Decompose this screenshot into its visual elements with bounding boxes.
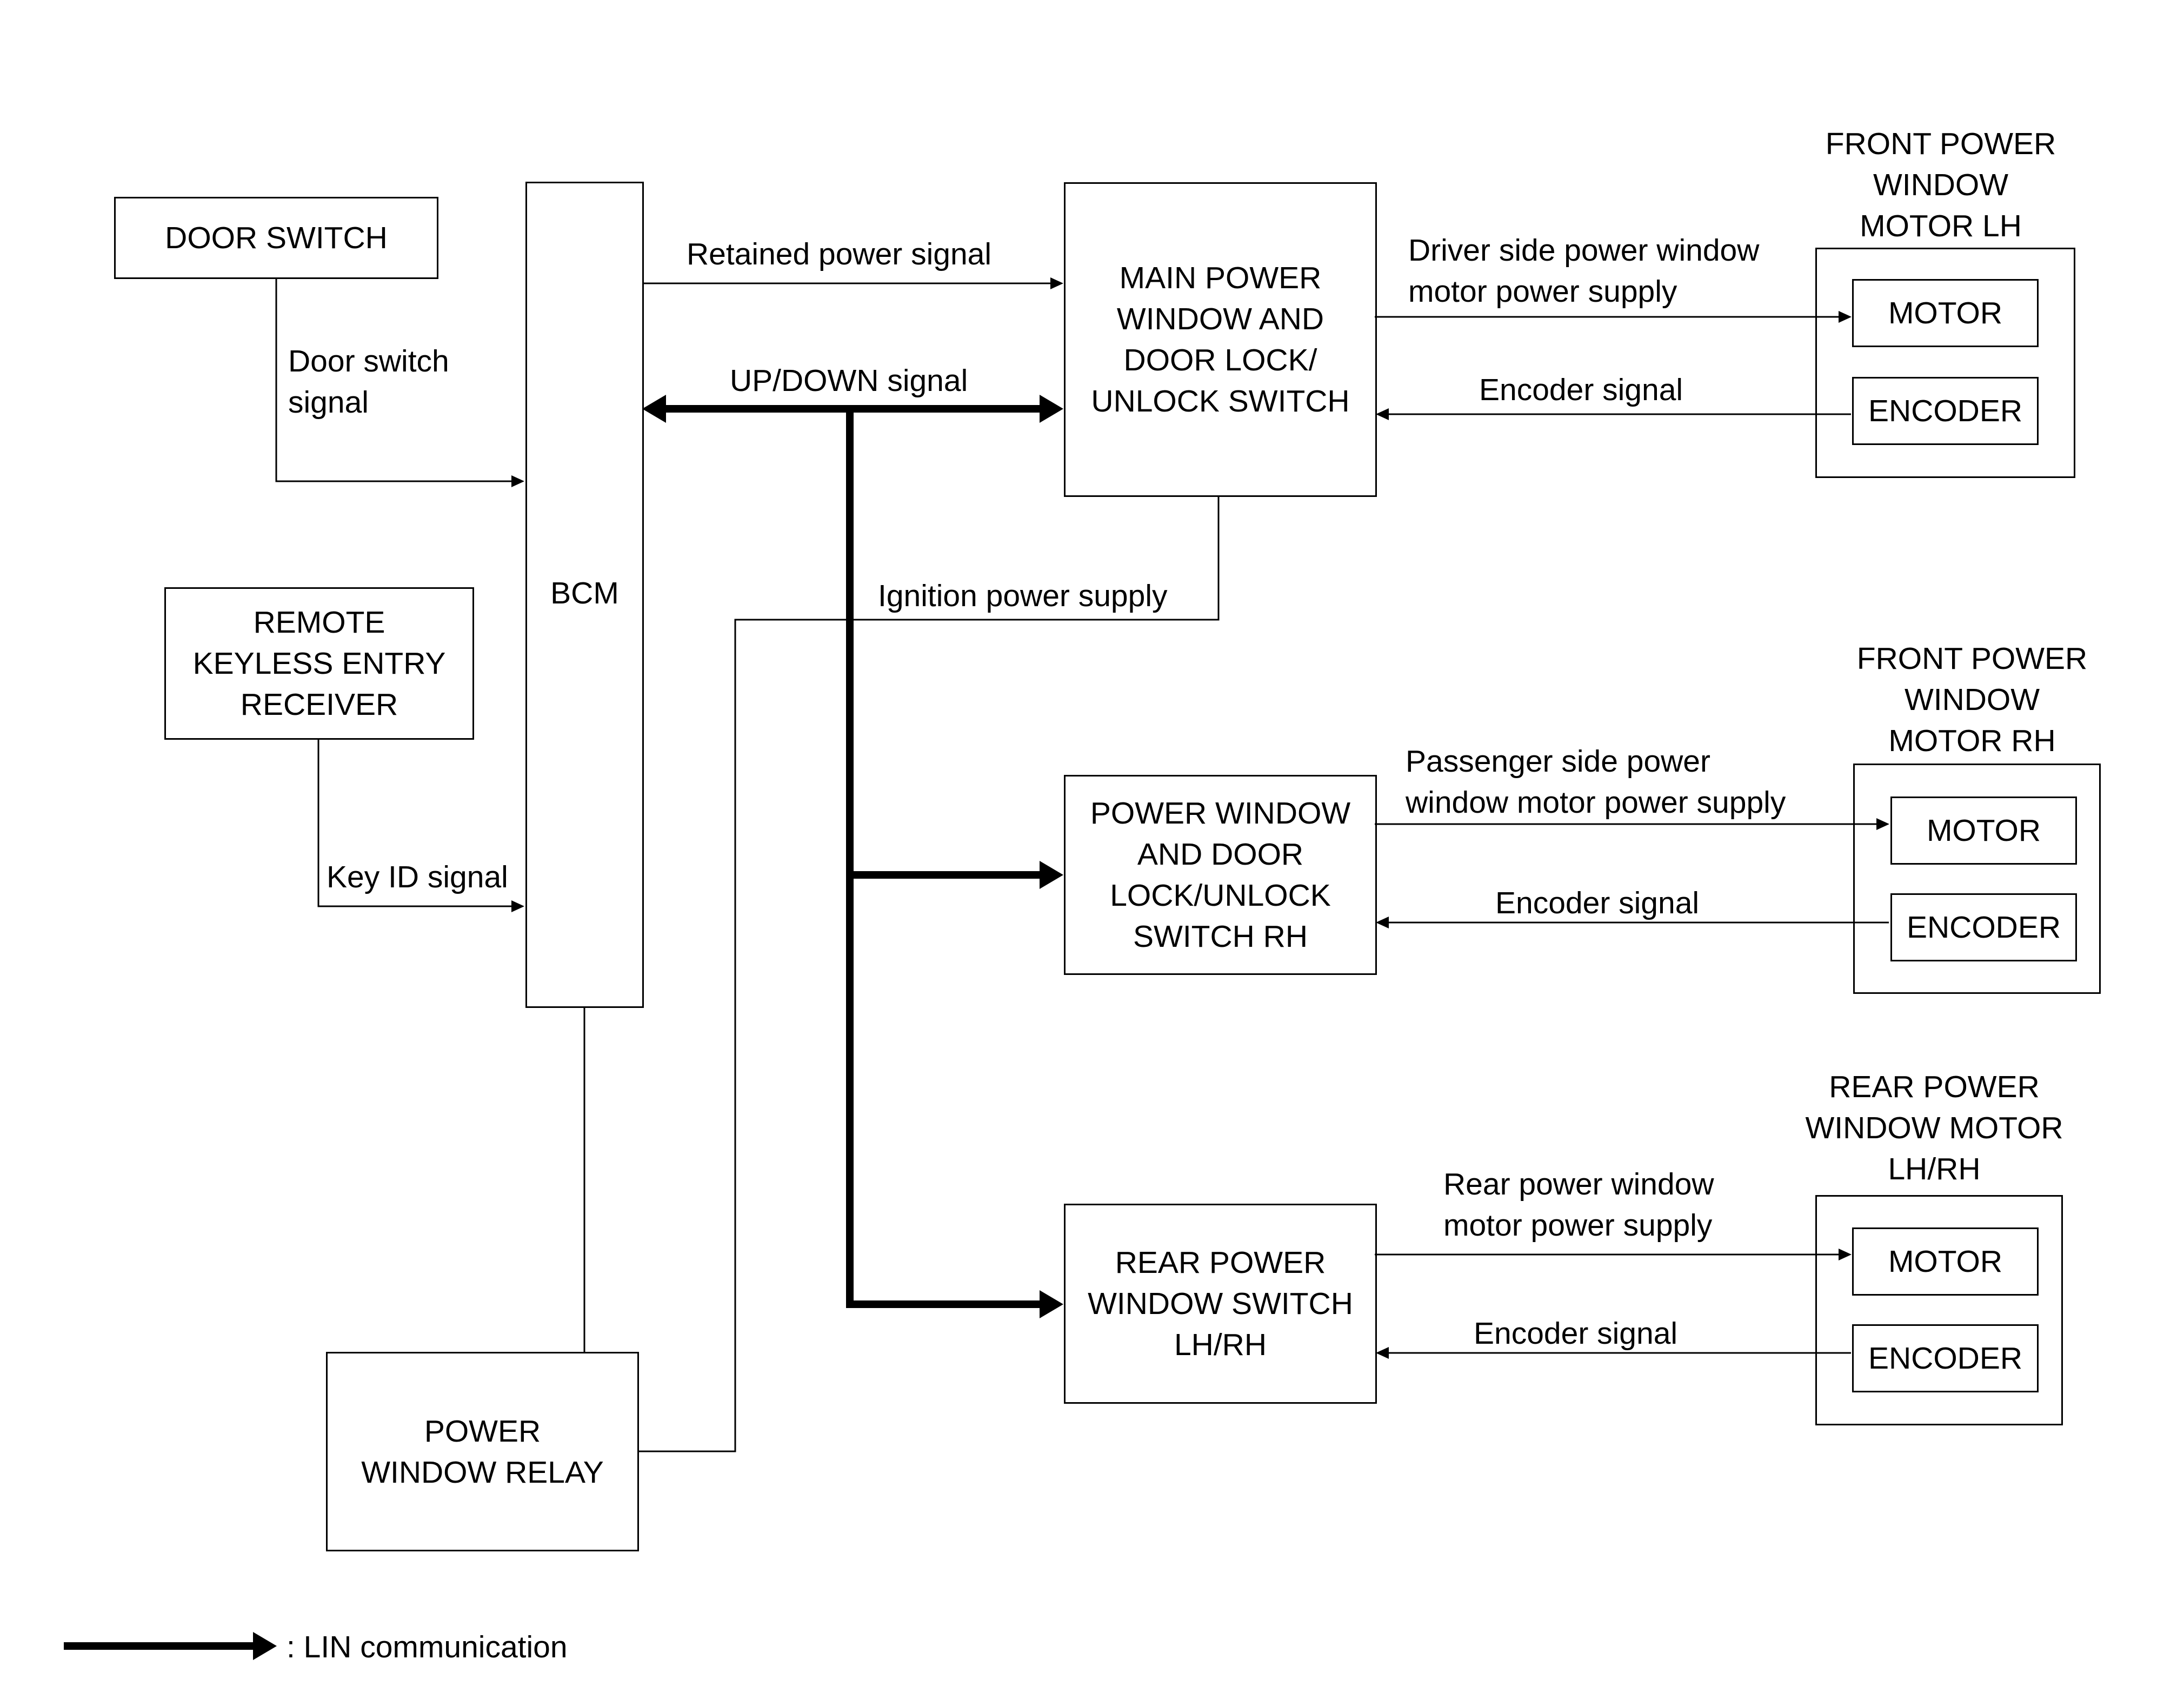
lin-arrow-rear-switch [1040,1290,1063,1318]
encoder-lh-box: ENCODER [1852,377,2039,445]
encoder-rh-arrow [1376,917,1389,928]
encoder-rear-arrow [1376,1347,1389,1359]
encoder-rear-label: ENCODER [1868,1341,2023,1376]
driver-side-supply-label: Driver side power window motor power sup… [1408,233,1760,309]
door-switch-signal-label: Door switch signal [288,344,449,420]
key-id-signal-arrow [511,900,524,912]
main-power-window-switch-label: MAIN POWER WINDOW AND DOOR LOCK/ UNLOCK … [1091,261,1350,419]
front-motor-rh-title: FRONT POWER WINDOW MOTOR RH [1856,641,2088,758]
lin-arrow-main-switch [1040,395,1063,423]
rear-supply-arrow [1839,1249,1852,1260]
key-id-signal-label: Key ID signal [327,860,508,894]
power-window-switch-rh-box: POWER WINDOW AND DOOR LOCK/UNLOCK SWITCH… [1064,775,1377,975]
front-motor-lh-group [1815,248,2075,478]
key-id-signal-line [317,739,522,907]
bcm-box: BCM [525,182,644,1008]
encoder-signal-rear-label: Encoder signal [1474,1316,1678,1351]
rear-power-window-switch-box: REAR POWER WINDOW SWITCH LH/RH [1064,1204,1377,1404]
encoder-rh-box: ENCODER [1890,893,2077,961]
passenger-supply-arrow [1876,818,1889,830]
motor-lh-box: MOTOR [1852,279,2039,347]
power-window-switch-rh-label: POWER WINDOW AND DOOR LOCK/UNLOCK SWITCH… [1090,796,1351,954]
motor-lh-label: MOTOR [1888,296,2003,330]
encoder-signal-lh-label: Encoder signal [1479,373,1683,407]
legend-lin-arrow [253,1632,277,1660]
encoder-rear-box: ENCODER [1852,1324,2039,1392]
encoder-lh-arrow [1376,408,1389,420]
motor-rear-box: MOTOR [1852,1227,2039,1296]
ignition-power-supply-label: Ignition power supply [878,579,1168,613]
rear-motor-group [1815,1195,2063,1425]
door-switch-signal-line [275,277,522,482]
encoder-signal-rh-label: Encoder signal [1495,886,1700,920]
rear-motor-title: REAR POWER WINDOW MOTOR LH/RH [1805,1070,2063,1186]
rear-power-window-switch-label: REAR POWER WINDOW SWITCH LH/RH [1088,1245,1353,1362]
motor-rear-label: MOTOR [1888,1244,2003,1279]
retained-power-signal-label: Retained power signal [687,237,992,271]
motor-rh-box: MOTOR [1890,797,2077,865]
bcm-label: BCM [550,576,619,610]
power-window-relay-box: POWER WINDOW RELAY [326,1352,639,1551]
ignition-power-line [638,496,1220,1452]
front-motor-lh-title: FRONT POWER WINDOW MOTOR LH [1825,127,2056,243]
encoder-lh-label: ENCODER [1868,394,2023,428]
retained-power-arrow [1050,277,1063,289]
passenger-side-supply-label: Passenger side power window motor power … [1406,744,1786,820]
door-switch-signal-arrow [511,475,524,487]
lin-arrow-switch-rh [1040,861,1063,889]
rear-supply-label: Rear power window motor power supply [1443,1167,1714,1243]
legend-lin-label: : LIN communication [287,1630,568,1664]
front-motor-rh-group [1853,764,2101,994]
encoder-rh-label: ENCODER [1906,910,2061,945]
remote-keyless-entry-receiver-box: REMOTE KEYLESS ENTRY RECEIVER [164,587,474,740]
up-down-signal-label: UP/DOWN signal [730,363,968,398]
door-switch-label: DOOR SWITCH [165,221,388,255]
lin-arrow-bcm [642,395,666,423]
door-switch-box: DOOR SWITCH [114,197,438,279]
remote-keyless-entry-receiver-label: REMOTE KEYLESS ENTRY RECEIVER [192,605,446,722]
motor-rh-label: MOTOR [1926,813,2041,848]
main-power-window-switch-box: MAIN POWER WINDOW AND DOOR LOCK/ UNLOCK … [1064,182,1377,497]
power-window-relay-label: POWER WINDOW RELAY [361,1413,604,1490]
driver-supply-arrow [1839,311,1852,323]
